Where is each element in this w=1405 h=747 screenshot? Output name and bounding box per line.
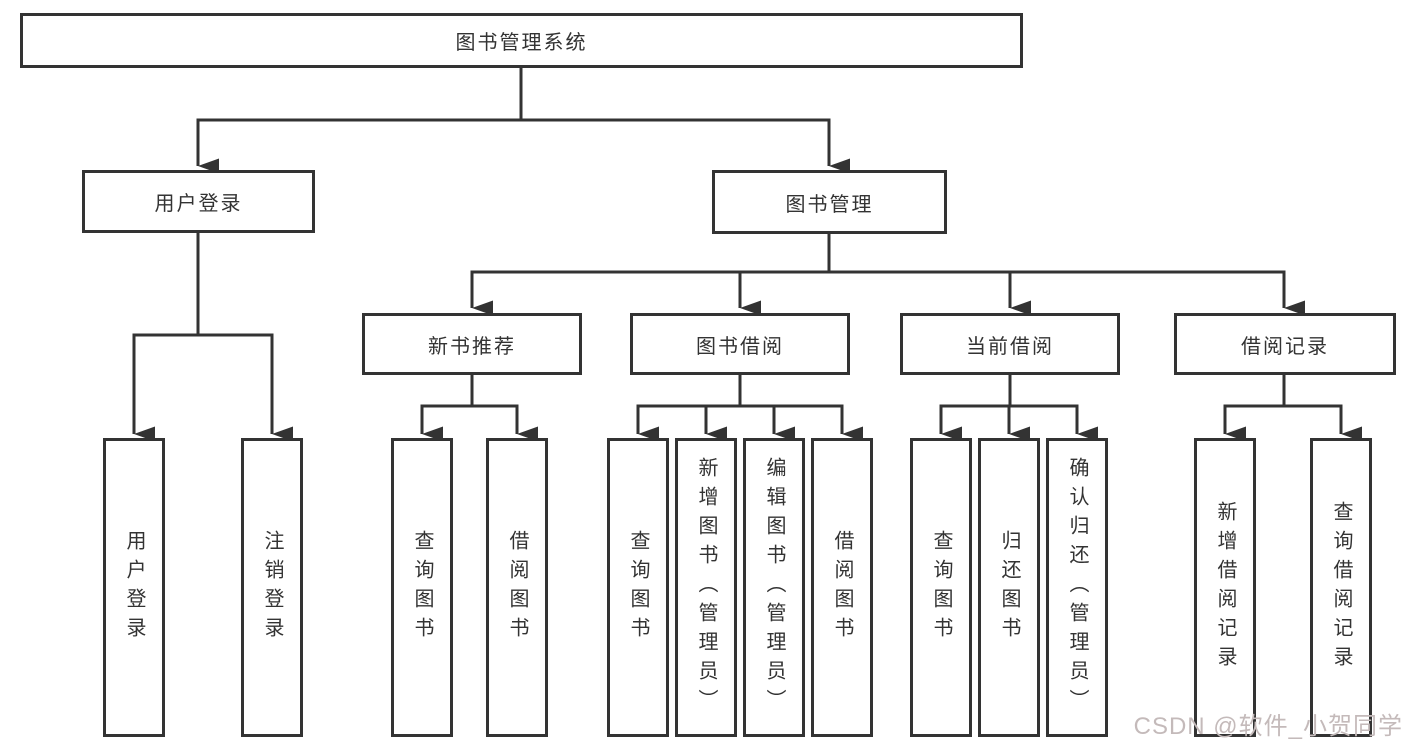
node-root: 图书管理系统 bbox=[20, 13, 1023, 68]
leaf-newbook-query: 查询图书 bbox=[391, 438, 453, 737]
leaf-borrow-query: 查询图书 bbox=[607, 438, 669, 737]
leaf-current-query: 查询图书 bbox=[910, 438, 972, 737]
node-label: 借阅图书 bbox=[831, 529, 853, 646]
node-book-mgmt: 图书管理 bbox=[712, 170, 947, 234]
leaf-logout: 注销登录 bbox=[241, 438, 303, 737]
node-label: 图书借阅 bbox=[696, 335, 784, 358]
connector-trunks bbox=[132, 66, 1343, 408]
node-label: 查询图书 bbox=[930, 529, 952, 646]
node-label: 新增图书（管理员） bbox=[695, 457, 717, 718]
connector-current-borrow-group bbox=[939, 373, 1079, 408]
leaf-newbook-borrow: 借阅图书 bbox=[486, 438, 548, 737]
leaf-borrow-book: 借阅图书 bbox=[811, 438, 873, 737]
node-borrow-records: 借阅记录 bbox=[1174, 313, 1396, 375]
node-label: 新增借阅记录 bbox=[1214, 500, 1236, 675]
connector-book-mgmt-to-level3 bbox=[470, 232, 1286, 274]
node-book-borrow: 图书借阅 bbox=[630, 313, 850, 375]
connector-arrows bbox=[132, 120, 1362, 442]
node-label: 查询借阅记录 bbox=[1330, 500, 1352, 675]
connector-borrow-records-group bbox=[1223, 373, 1343, 408]
leaf-current-confirm-admin: 确认归还（管理员） bbox=[1046, 438, 1108, 737]
leaf-borrow-add-admin: 新增图书（管理员） bbox=[675, 438, 737, 737]
node-user-login: 用户登录 bbox=[82, 170, 315, 233]
node-label: 确认归还（管理员） bbox=[1066, 457, 1088, 718]
node-current-borrow: 当前借阅 bbox=[900, 313, 1120, 375]
node-label: 注销登录 bbox=[261, 529, 283, 646]
node-label: 编辑图书（管理员） bbox=[763, 457, 785, 718]
leaf-borrow-edit-admin: 编辑图书（管理员） bbox=[743, 438, 805, 737]
csdn-watermark: CSDN @软件_小贺同学 bbox=[1133, 713, 1403, 740]
node-label: 查询图书 bbox=[627, 529, 649, 646]
leaf-records-add: 新增借阅记录 bbox=[1194, 438, 1256, 737]
leaf-records-query: 查询借阅记录 bbox=[1310, 438, 1372, 737]
connector-new-book-group bbox=[420, 373, 519, 408]
node-label: 查询图书 bbox=[411, 529, 433, 646]
node-label: 图书管理系统 bbox=[455, 32, 588, 54]
node-label: 当前借阅 bbox=[966, 335, 1054, 358]
node-label: 归还图书 bbox=[998, 529, 1020, 646]
node-label: 借阅记录 bbox=[1241, 335, 1329, 358]
connector-book-borrow-group bbox=[636, 373, 844, 408]
node-label: 用户登录 bbox=[154, 193, 243, 215]
leaf-current-return: 归还图书 bbox=[978, 438, 1040, 737]
node-new-book-rec: 新书推荐 bbox=[362, 313, 582, 375]
node-label: 新书推荐 bbox=[428, 335, 516, 358]
node-label: 借阅图书 bbox=[506, 529, 528, 646]
connector-user-login-group bbox=[132, 231, 274, 337]
node-label: 图书管理 bbox=[785, 193, 874, 216]
node-label: 用户登录 bbox=[123, 529, 145, 646]
connector-root-to-level2 bbox=[196, 66, 831, 122]
leaf-user-login: 用户登录 bbox=[103, 438, 165, 737]
